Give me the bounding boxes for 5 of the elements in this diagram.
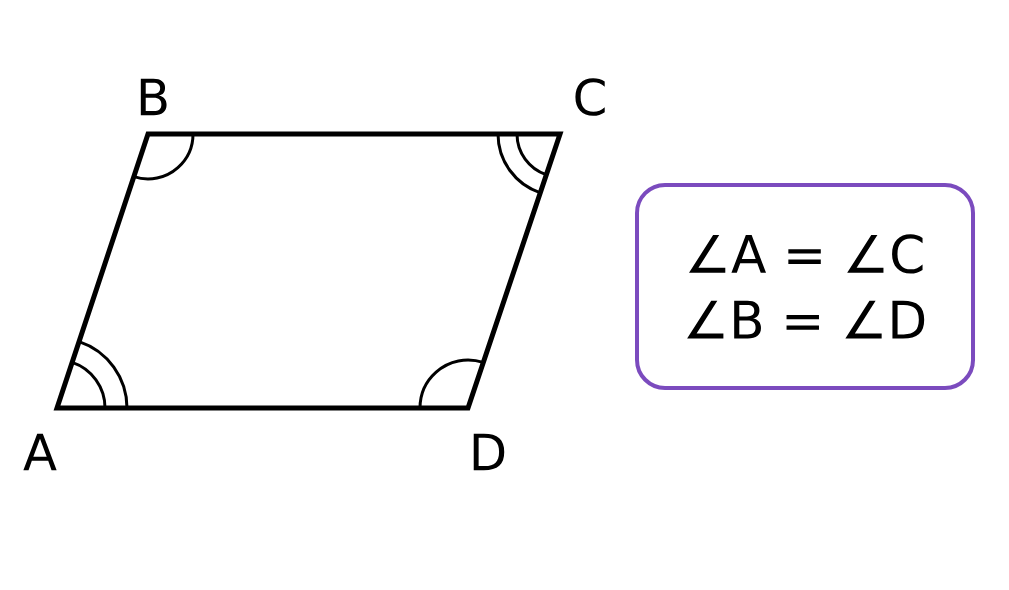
equation-box: ∠A = ∠C ∠B = ∠D — [635, 183, 975, 390]
vertex-label: C — [575, 78, 605, 116]
vertex-label: D — [473, 433, 505, 471]
vertex-label: B — [140, 78, 167, 116]
vertex-label: A — [23, 433, 57, 471]
